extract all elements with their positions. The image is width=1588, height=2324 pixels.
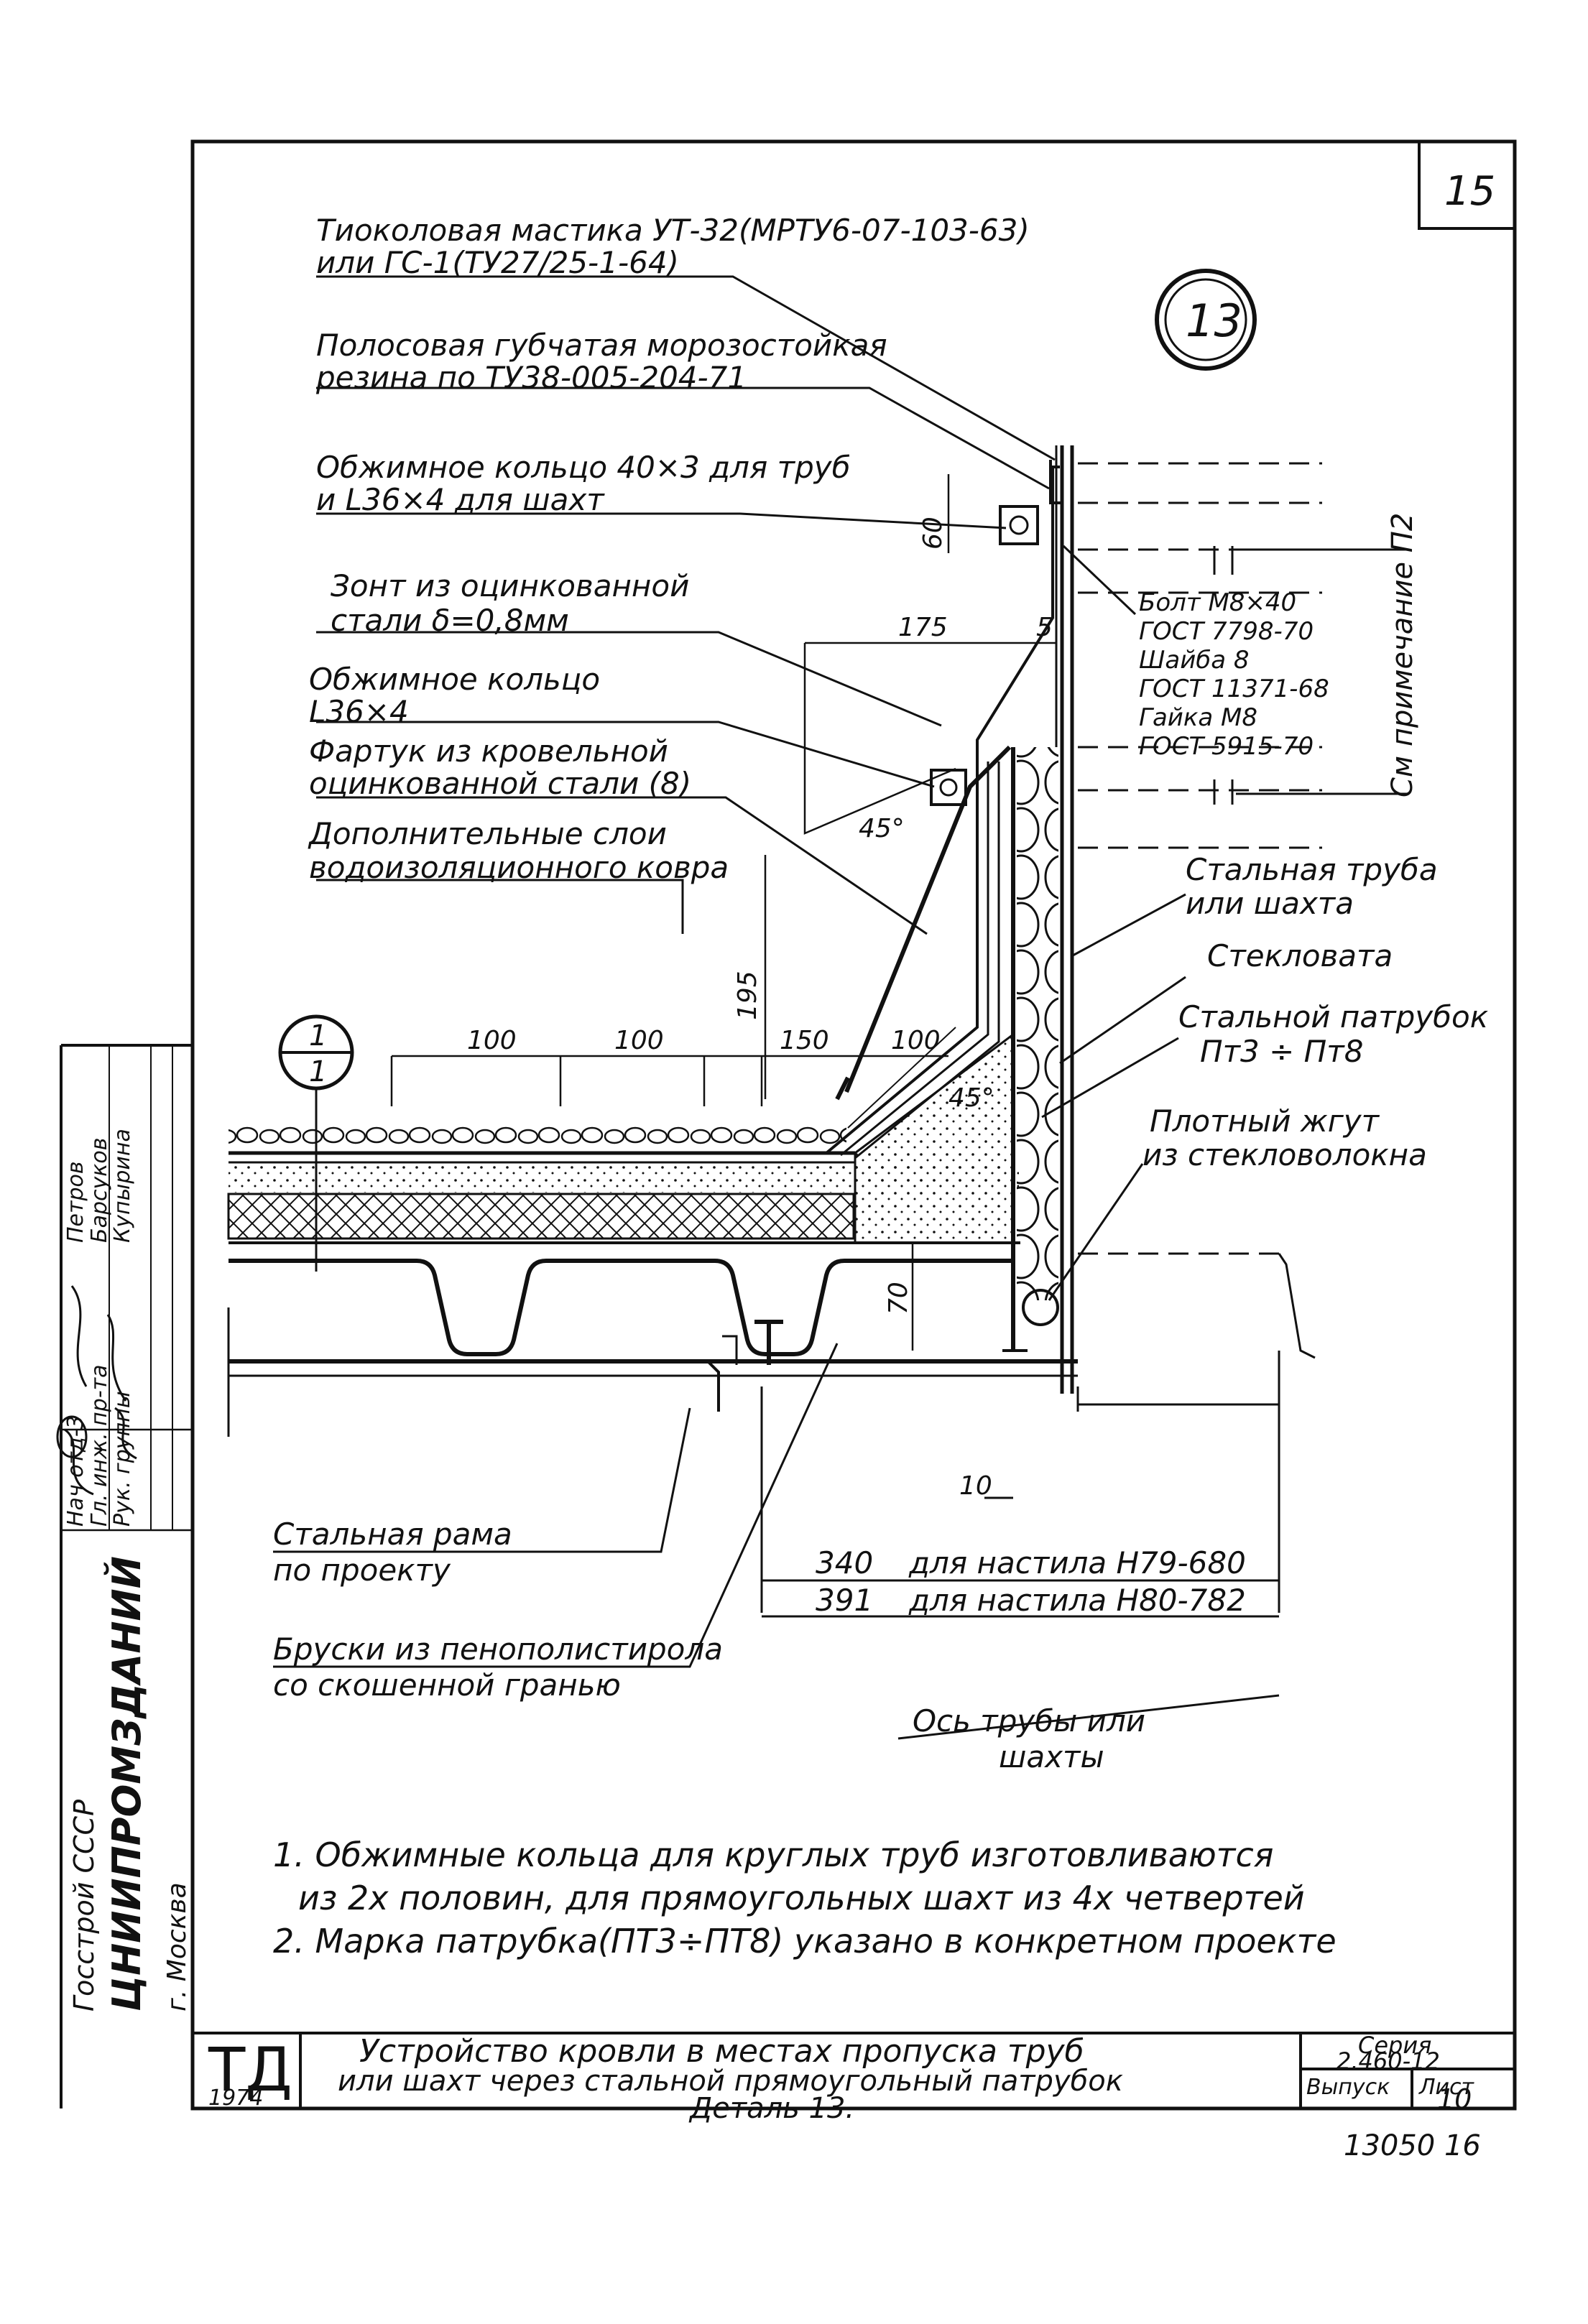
svg-text:45°: 45° bbox=[948, 1083, 994, 1113]
sheet-label: Лист bbox=[1418, 2075, 1475, 2100]
dim-340-value: 340 bbox=[816, 1545, 873, 1580]
bolt-spec-4: ГОСТ 11371-68 bbox=[1139, 675, 1329, 703]
label-layers-2: водоизоляционного ковра bbox=[309, 850, 729, 885]
label-tow-2: из стекловолокна bbox=[1142, 1137, 1427, 1172]
svg-text:150: 150 bbox=[780, 1026, 829, 1055]
label-rubber-2: резина по ТУ38-005-204-71 bbox=[315, 360, 747, 395]
label-pipe-1: Стальная труба bbox=[1186, 852, 1438, 887]
td-mark: ТД bbox=[208, 2034, 292, 2105]
decking-dimensions: 340 для настила Н79-680 391 для настила … bbox=[816, 1545, 1246, 1618]
label-mastic-2: или ГС-1(ТУ27/25-1-64) bbox=[316, 245, 679, 280]
title-line-3: Деталь 13. bbox=[688, 2092, 854, 2125]
year: 1974 bbox=[208, 2085, 263, 2111]
svg-text:Гл. инж. пр-та: Гл. инж. пр-та bbox=[87, 1364, 112, 1527]
label-mastic-1: Тиоколовая мастика УТ-32(МРТУ6-07-103-63… bbox=[316, 213, 1030, 248]
title-block: ТД 1974 Устройство кровли в местах пропу… bbox=[208, 2032, 1481, 2162]
label-frame-1: Стальная рама bbox=[273, 1517, 512, 1552]
dim-340-text: для настила Н79-680 bbox=[908, 1545, 1246, 1580]
bolt-spec-3: Шайба 8 bbox=[1139, 646, 1250, 675]
sheet-value: 10 bbox=[1437, 2083, 1472, 2115]
sheet-frame bbox=[60, 139, 1517, 2111]
see-note: См примечание П2 bbox=[1386, 513, 1419, 797]
label-axis-2: шахты bbox=[999, 1739, 1104, 1774]
label-ring1-1: Обжимное кольцо 40×3 для труб bbox=[316, 450, 851, 485]
series-label: Серия bbox=[1358, 2032, 1431, 2059]
svg-text:60: 60 bbox=[918, 517, 948, 550]
note-1-line-1: 1. Обжимные кольца для круглых труб изго… bbox=[273, 1835, 1274, 1874]
label-ring1-2: и L36×4 для шахт bbox=[316, 482, 605, 517]
archive-number: 13050 16 bbox=[1344, 2129, 1481, 2162]
svg-text:Купырина: Купырина bbox=[110, 1129, 135, 1243]
label-umbrella-1: Зонт из оцинкованной bbox=[331, 568, 689, 603]
label-tow-1: Плотный жгут bbox=[1150, 1103, 1380, 1139]
svg-text:100: 100 bbox=[891, 1026, 941, 1055]
label-rubber-1: Полосовая губчатая морозостойкая bbox=[316, 328, 887, 363]
svg-text:г. Москва: г. Москва bbox=[162, 1882, 192, 2011]
bolt-spec-5: Гайка М8 bbox=[1139, 703, 1257, 732]
svg-text:70: 70 bbox=[884, 1282, 913, 1315]
svg-text:1: 1 bbox=[309, 1019, 327, 1052]
label-glasswool: Стекловата bbox=[1207, 938, 1393, 973]
bolt-spec-1: Болт М8×40 bbox=[1139, 588, 1296, 617]
svg-text:45°: 45° bbox=[859, 814, 905, 843]
label-pipe-2: или шахта bbox=[1186, 886, 1354, 921]
dimension-lines bbox=[390, 474, 1280, 1618]
label-apron-1: Фартук из кровельной bbox=[309, 733, 668, 769]
svg-text:175: 175 bbox=[898, 613, 948, 642]
svg-text:Госстрой СССР: Госстрой СССР bbox=[68, 1800, 100, 2011]
svg-text:100: 100 bbox=[467, 1026, 517, 1055]
svg-text:1: 1 bbox=[309, 1055, 327, 1088]
label-layers-1: Дополнительные слои bbox=[308, 816, 667, 851]
detail-number: 13 bbox=[1186, 295, 1242, 347]
title-line-1: Устройство кровли в местах пропуска труб bbox=[359, 2033, 1084, 2070]
leader-lines bbox=[273, 275, 1408, 1740]
note-2: 2. Марка патрубка(ПТ3÷ПТ8) указано в кон… bbox=[273, 1922, 1337, 1960]
svg-text:Барсуков: Барсуков bbox=[87, 1138, 112, 1243]
sheet-number: 15 bbox=[1444, 168, 1495, 215]
note-1-line-2: из 2х половин, для прямоугольных шахт из… bbox=[298, 1879, 1305, 1917]
svg-text:195: 195 bbox=[733, 971, 762, 1020]
label-ring2-1: Обжимное кольцо bbox=[309, 662, 600, 697]
label-frame-2: по проекту bbox=[273, 1552, 451, 1588]
label-axis-1: Ось трубы или bbox=[913, 1703, 1145, 1739]
dimension-texts: 60 175 5 45° 195 100 100 150 100 45° 70 … bbox=[467, 517, 1053, 1501]
left-stamp: Госстрой СССР ЦНИИПРОМЗДАНИЙ г. Москва Н… bbox=[56, 1129, 192, 2011]
roof-section bbox=[227, 445, 1322, 1437]
label-bars-2: со скошенной гранью bbox=[273, 1667, 621, 1703]
label-apron-2: оцинкованной стали (8) bbox=[309, 766, 691, 801]
dim-391-text: для настила Н80-782 bbox=[908, 1583, 1246, 1618]
bolt-spec-2: ГОСТ 7798-70 bbox=[1139, 617, 1314, 646]
svg-text:Петров: Петров bbox=[63, 1161, 88, 1243]
series-value: 2.460-12 bbox=[1337, 2047, 1440, 2075]
label-umbrella-2: стали δ=0,8мм bbox=[331, 603, 569, 638]
svg-text:5: 5 bbox=[1036, 613, 1053, 642]
leader-labels: Тиоколовая мастика УТ-32(МРТУ6-07-103-63… bbox=[273, 213, 1489, 1774]
svg-text:Рук. группы: Рук. группы bbox=[110, 1391, 135, 1527]
svg-text:10: 10 bbox=[959, 1471, 992, 1501]
issue-label: Выпуск bbox=[1306, 2075, 1390, 2100]
svg-text:100: 100 bbox=[614, 1026, 664, 1055]
detail-bubble bbox=[1155, 269, 1257, 371]
svg-text:Нач отд-3: Нач отд-3 bbox=[63, 1415, 88, 1527]
svg-text:ЦНИИПРОМЗДАНИЙ: ЦНИИПРОМЗДАНИЙ bbox=[104, 1556, 149, 2011]
label-ring2-2: L36×4 bbox=[309, 694, 409, 729]
dim-391-value: 391 bbox=[816, 1583, 873, 1618]
label-branch-2: Пт3 ÷ Пт8 bbox=[1200, 1034, 1363, 1069]
label-bars-1: Бруски из пенополистирола bbox=[273, 1631, 723, 1667]
title-line-2: или шахт через стальной прямоугольный па… bbox=[338, 2065, 1123, 2098]
label-branch-1: Стальной патрубок bbox=[1178, 999, 1489, 1034]
bolt-spec-6: ГОСТ 5915-70 bbox=[1139, 732, 1314, 761]
